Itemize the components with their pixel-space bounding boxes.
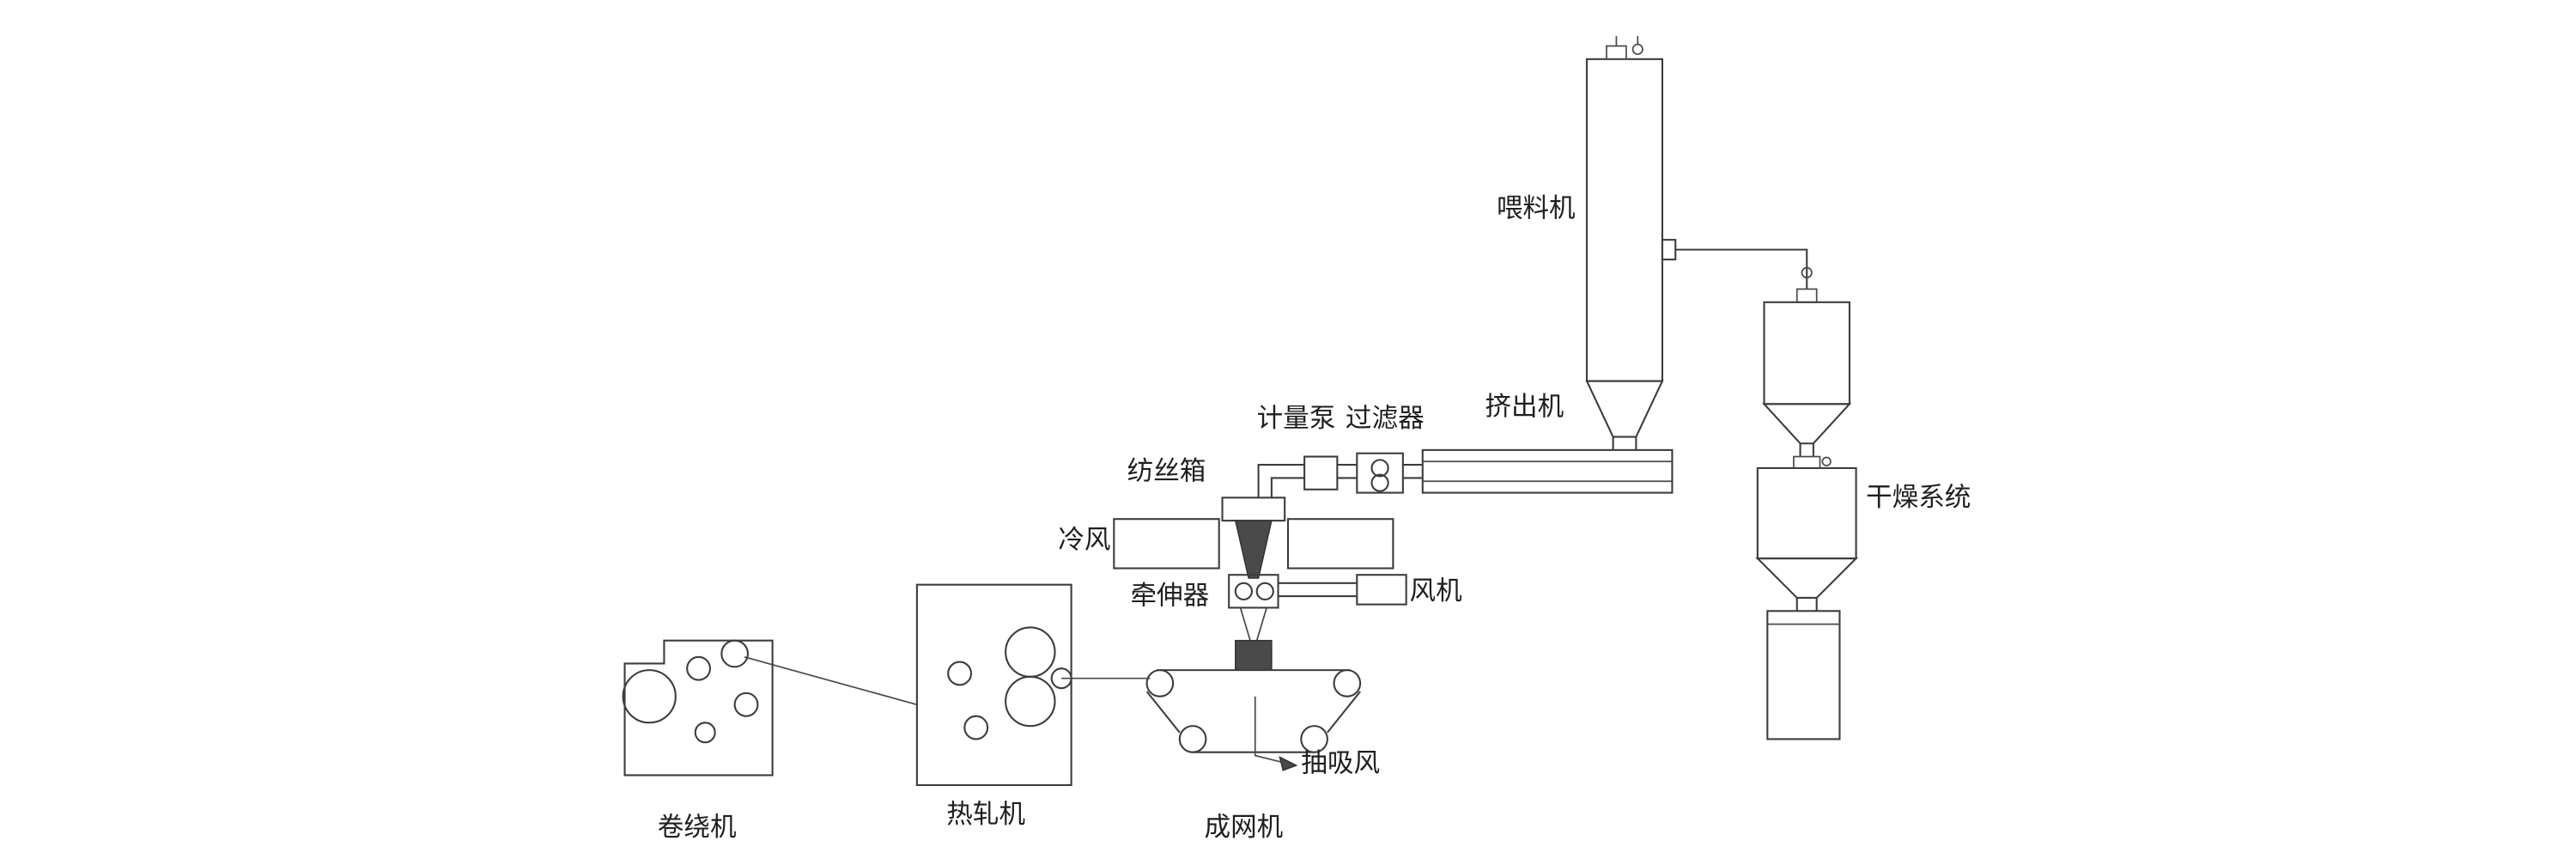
winder-guide-roll-1 [686,655,712,681]
feeder-silo [1585,36,1808,450]
dryer-collection-bin [1766,610,1841,740]
calender-roll-lower [1005,675,1056,728]
calender-roll-upper [1005,626,1056,678]
belt-side-right [1327,691,1361,734]
label-extruder: 挤出机 [1485,393,1564,422]
feeder-body [1585,58,1663,382]
label-spin-box: 纺丝箱 [1127,456,1206,485]
dryer-upper-hopper-body [1763,301,1850,405]
dryer-top-valve-icon [1795,288,1818,303]
suction-box [1235,639,1273,671]
dryer-lower-hopper-body [1756,466,1857,560]
cold-air-duct-left [1113,518,1220,570]
feeder-cone [1585,380,1664,438]
cold-air-duct-right [1286,518,1394,570]
fan [1278,574,1407,606]
calender-frame [915,583,1072,787]
belt-side-left [1145,691,1181,734]
label-feeder: 喂料机 [1497,193,1576,222]
web-to-winder-line [744,655,918,706]
calender-guide-roll-left [947,661,973,686]
winder-guide-roll-2 [720,639,749,668]
belt-roller-bottom-left [1178,725,1207,753]
attenuator-roller-left [1234,582,1253,600]
drying-system [1755,266,1859,740]
attenuator-body [1228,574,1279,609]
winder-main-roll [622,669,677,724]
filter-element-bottom [1370,473,1389,492]
label-attenuator: 牵伸器 [1130,582,1209,611]
winder-frame [623,639,774,777]
extruder [1421,448,1674,494]
attenuator [1228,574,1279,641]
hot-calender [744,583,1072,787]
feeder-top-motor-icon [1631,43,1643,55]
filament-line-right [1255,607,1267,641]
label-fan: 风机 [1409,576,1461,606]
winder-guide-roll-4 [694,722,716,744]
filter-element-top [1370,459,1389,478]
label-winder: 卷绕机 [658,813,737,842]
label-web-former: 成网机 [1204,813,1283,842]
belt-roller-top-right [1333,669,1362,698]
web-forming-machine [1061,639,1362,771]
metering-pump [1257,455,1358,498]
spin-box [1221,497,1286,579]
label-calender: 热轧机 [946,800,1025,829]
feeder-side-flange [1661,239,1677,261]
winder-guide-roll-3 [733,691,759,717]
pump-duct-inner [1270,477,1305,498]
label-metering-pump: 计量泵 [1257,404,1336,433]
label-cold-air: 冷风 [1058,526,1110,555]
dryer-lower-hopper-cone [1755,557,1859,600]
fan-body [1356,574,1407,606]
cold-air-ducts [1113,518,1394,570]
labels: 喂料机 挤出机 干燥系统 计量泵 过滤器 纺丝箱 冷风 牵伸器 风机 抽吸风 成… [658,193,1971,842]
calender-guide-roll-right [1050,667,1072,690]
suction-air-arrowhead [1279,756,1298,771]
filament-bundle [1234,520,1273,579]
label-suction-air: 抽吸风 [1301,749,1380,778]
winder [622,639,774,777]
dryer-mid-motor-icon [1821,456,1832,466]
label-filter: 过滤器 [1346,404,1425,433]
dryer-top-motor-icon [1801,266,1813,278]
feeder-to-dryer-pipe [1675,248,1808,289]
filter-body [1356,452,1404,494]
extruder-barrel-outer [1421,448,1674,494]
calender-guide-roll-bottom [963,715,989,740]
filament-line-left [1239,607,1251,641]
attenuator-roller-right [1255,582,1274,600]
pump-duct-outer [1257,464,1305,498]
filter [1356,452,1423,494]
dryer-mid-valve-icon [1793,455,1821,469]
belt-roller-top-left [1145,669,1175,698]
dryer-upper-hopper-cone [1762,403,1852,445]
feeder-top-valve-icon [1606,45,1627,60]
pump-body [1303,455,1339,490]
spin-beam-body [1221,497,1286,522]
label-drying-system: 干燥系统 [1866,483,1971,512]
suction-air-line [1254,696,1289,765]
